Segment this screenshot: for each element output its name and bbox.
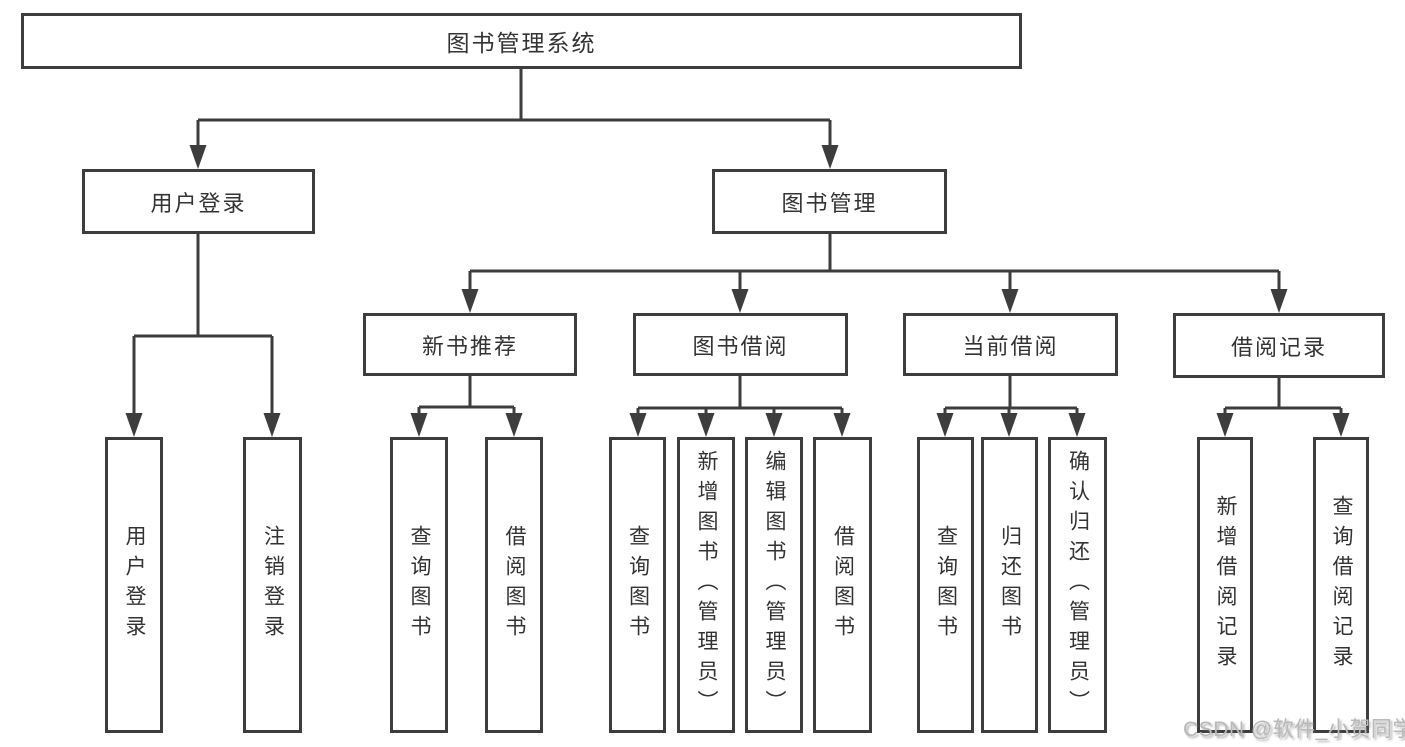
- leaf-logout: 注销登录: [243, 437, 302, 733]
- leaf-current-return-books: 归还图书: [981, 437, 1038, 733]
- leaf-current-query-books: 查询图书: [917, 437, 974, 733]
- leaf-borrow-add-books-admin: 新增图书（管理员）: [677, 437, 735, 733]
- node-borrow-records: 借阅记录: [1173, 313, 1385, 378]
- node-new-book-recommend: 新书推荐: [363, 313, 577, 376]
- leaf-newrec-query-books: 查询图书: [390, 437, 448, 733]
- csdn-watermark: CSDN @软件_小贺同学: [1183, 718, 1405, 741]
- leaf-user-login: 用户登录: [105, 437, 163, 733]
- node-book-management: 图书管理: [712, 169, 947, 234]
- node-book-borrowing: 图书借阅: [633, 313, 848, 376]
- leaf-current-confirm-return-admin: 确认归还（管理员）: [1048, 437, 1107, 733]
- leaf-borrow-query-books: 查询图书: [609, 437, 666, 733]
- node-library-management-system: 图书管理系统: [21, 13, 1022, 69]
- leaf-newrec-borrow-books: 借阅图书: [485, 437, 543, 733]
- node-current-borrowing: 当前借阅: [903, 313, 1118, 376]
- leaf-records-query-record: 查询借阅记录: [1313, 437, 1369, 733]
- leaf-borrow-borrow-books: 借阅图书: [813, 437, 872, 733]
- leaf-borrow-edit-books-admin: 编辑图书（管理员）: [745, 437, 803, 733]
- node-user-login: 用户登录: [82, 169, 315, 234]
- leaf-records-add-record: 新增借阅记录: [1197, 437, 1253, 733]
